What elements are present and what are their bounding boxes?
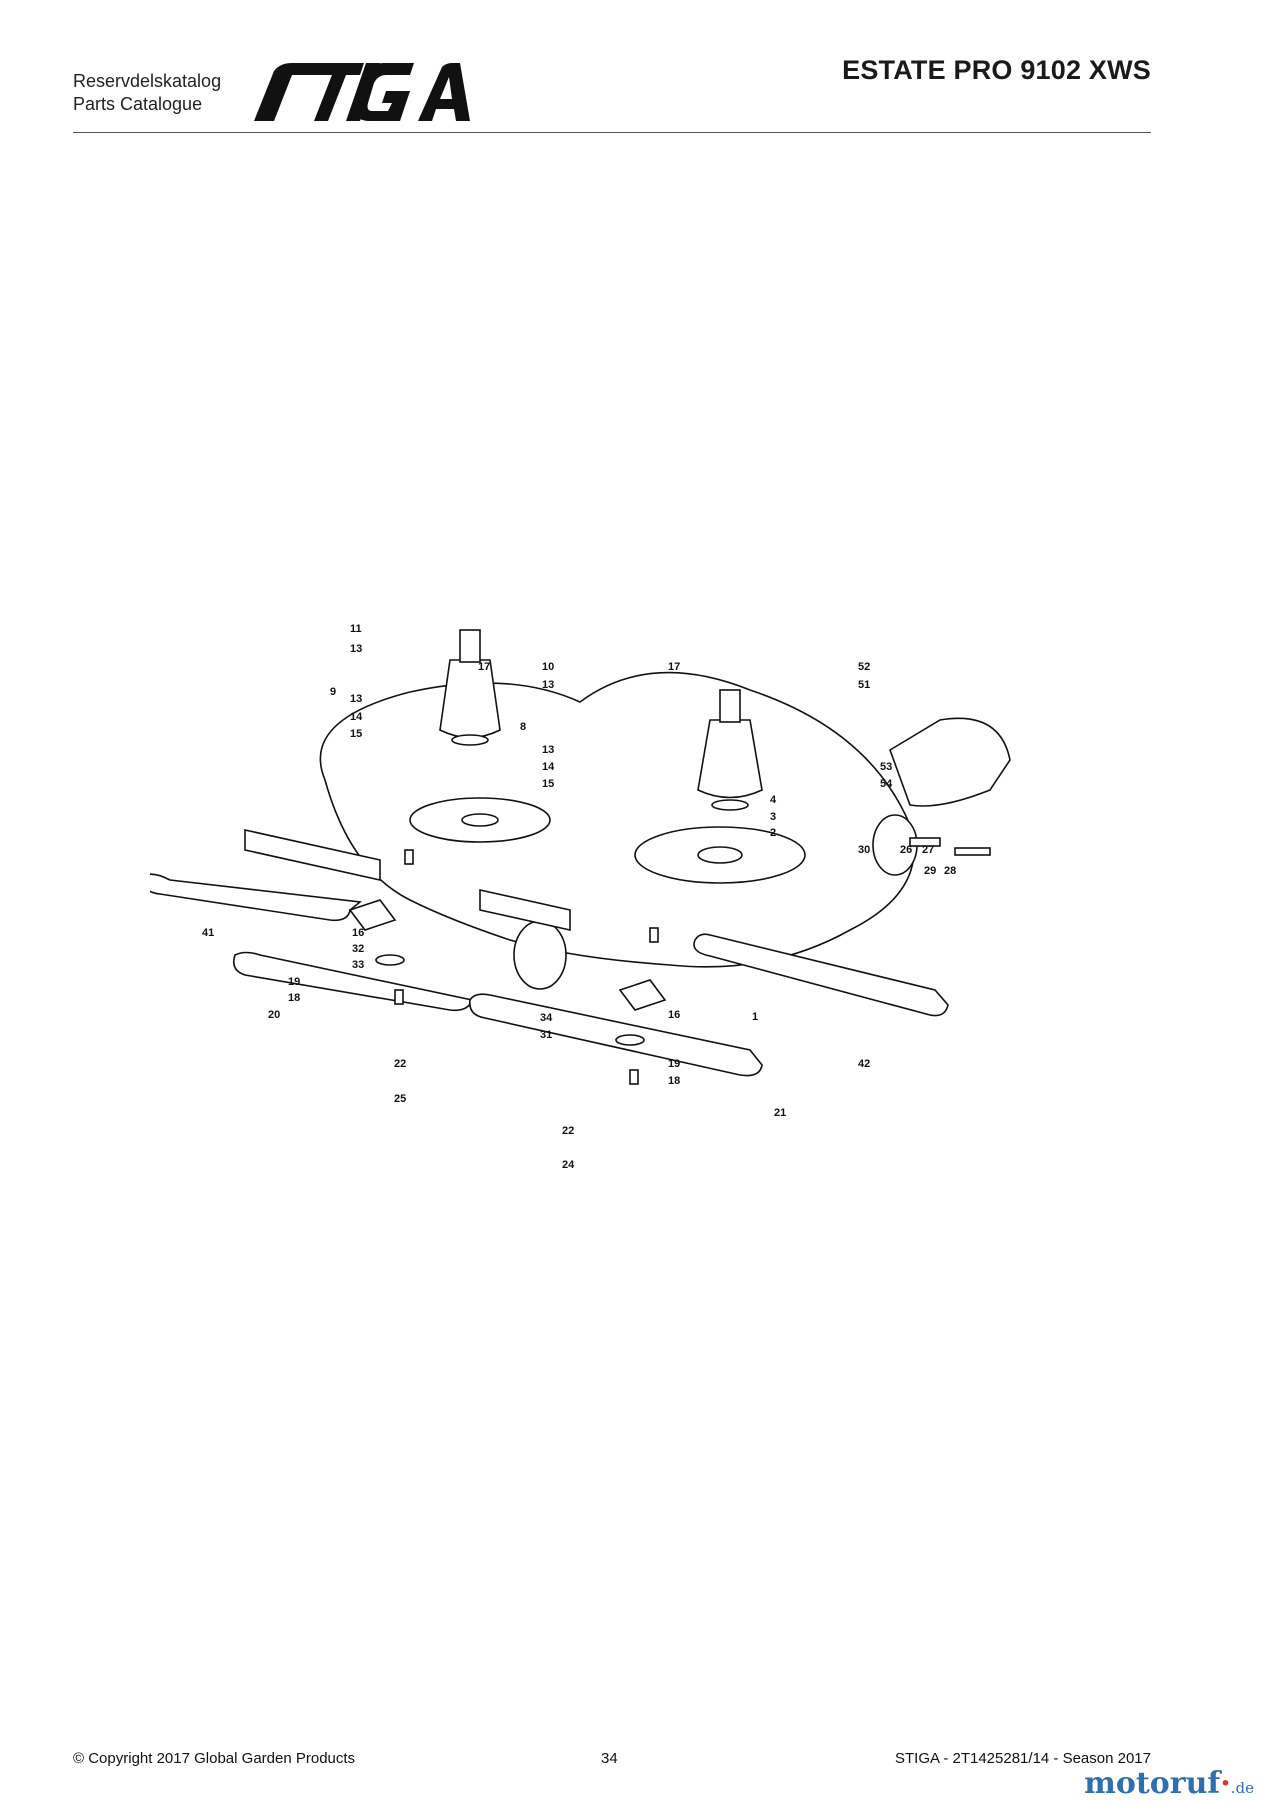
callout-label: 18 xyxy=(288,992,300,1004)
callout-label: 32 xyxy=(352,943,364,955)
document-id: STIGA - 2T1425281/14 - Season 2017 xyxy=(894,1750,1151,1767)
spindle-shaft-left xyxy=(459,629,481,663)
catalog-title: Reservdelskatalog Parts Catalogue xyxy=(73,70,221,116)
blade-left-upper xyxy=(143,873,362,922)
callout-label: 2 xyxy=(770,827,776,839)
watermark-main: motoruf xyxy=(1084,1766,1221,1801)
callout-label: 31 xyxy=(540,1029,552,1041)
bolt-16-lower xyxy=(649,927,659,943)
catalog-title-english: Parts Catalogue xyxy=(73,94,203,114)
wheel-front xyxy=(513,920,567,990)
callout-label: 42 xyxy=(858,1058,870,1070)
watermark-tld: .de xyxy=(1230,1779,1254,1797)
callout-label: 3 xyxy=(770,811,776,823)
callout-label: 28 xyxy=(944,865,956,877)
blade-hub-left xyxy=(348,899,397,931)
page-number: 34 xyxy=(601,1750,618,1767)
callout-label: 4 xyxy=(770,794,777,806)
callout-label: 14 xyxy=(542,761,555,773)
center-bracket xyxy=(479,889,571,931)
stiga-logo xyxy=(252,63,472,128)
model-title: ESTATE PRO 9102 XWS xyxy=(842,55,1151,85)
deck-spindle-hole-center xyxy=(697,846,743,864)
spindle-housing-center xyxy=(697,719,763,799)
blade-washer-left xyxy=(375,954,405,966)
callout-label: 17 xyxy=(668,661,680,673)
blade-bolt-left xyxy=(394,989,404,1005)
callout-label: 13 xyxy=(542,744,554,756)
callout-label: 13 xyxy=(542,679,554,691)
callout-label: 27 xyxy=(922,844,934,856)
callout-label: 29 xyxy=(924,865,936,877)
deck-spindle-hole-left xyxy=(461,813,499,827)
bearing-center xyxy=(711,799,749,811)
spindle-housing-left xyxy=(439,659,501,739)
callout-label: 19 xyxy=(288,976,300,988)
callout-label: 26 xyxy=(900,844,912,856)
callout-label: 51 xyxy=(858,679,870,691)
watermark: motoruf·.de xyxy=(1084,1766,1254,1801)
callout-label: 9 xyxy=(330,686,336,698)
callout-label: 15 xyxy=(350,728,362,740)
wheel-bolt-right xyxy=(954,847,991,856)
callout-label: 24 xyxy=(562,1159,575,1171)
blade-bolt-center xyxy=(629,1069,639,1085)
blade-center xyxy=(468,993,763,1077)
callout-label: 15 xyxy=(542,778,554,790)
blade-washer-center xyxy=(615,1034,645,1046)
callout-label: 11 xyxy=(350,623,362,635)
wheel-axle-right xyxy=(909,837,941,847)
blade-right xyxy=(693,933,949,1017)
callout-label: 1 xyxy=(752,1011,758,1023)
callout-label: 21 xyxy=(774,1107,786,1119)
header-divider xyxy=(73,132,1151,133)
copyright-text: © Copyright 2017 Global Garden Products xyxy=(73,1750,356,1767)
callout-label: 33 xyxy=(352,959,364,971)
discharge-cover xyxy=(889,717,1011,807)
callout-label: 13 xyxy=(350,643,362,655)
callout-label: 16 xyxy=(668,1009,680,1021)
callout-label: 18 xyxy=(668,1075,680,1087)
callout-label: 17 xyxy=(478,661,490,673)
front-bracket xyxy=(244,829,381,881)
watermark-dot: · xyxy=(1220,1766,1231,1801)
callout-label: 25 xyxy=(394,1093,406,1105)
bearing-left xyxy=(451,734,489,746)
blade-hub-center xyxy=(618,979,667,1011)
callout-label: 8 xyxy=(520,721,526,733)
callout-label: 10 xyxy=(542,661,554,673)
callout-label: 41 xyxy=(202,927,214,939)
callout-label: 52 xyxy=(858,661,870,673)
callout-label: 30 xyxy=(858,844,870,856)
callout-label: 14 xyxy=(350,711,363,723)
callout-label: 54 xyxy=(880,778,893,790)
callout-label: 19 xyxy=(668,1058,680,1070)
callout-label: 20 xyxy=(268,1009,280,1021)
callout-label: 22 xyxy=(394,1058,406,1070)
blade-left-lower xyxy=(232,951,474,1012)
callout-label: 34 xyxy=(540,1012,553,1024)
callout-label: 16 xyxy=(352,927,364,939)
spindle-shaft-center xyxy=(719,689,741,723)
bolt-16-upper xyxy=(404,849,414,865)
callout-label: 13 xyxy=(350,693,362,705)
catalog-title-swedish: Reservdelskatalog xyxy=(73,71,222,91)
callout-label: 53 xyxy=(880,761,892,773)
callout-label: 22 xyxy=(562,1125,574,1137)
